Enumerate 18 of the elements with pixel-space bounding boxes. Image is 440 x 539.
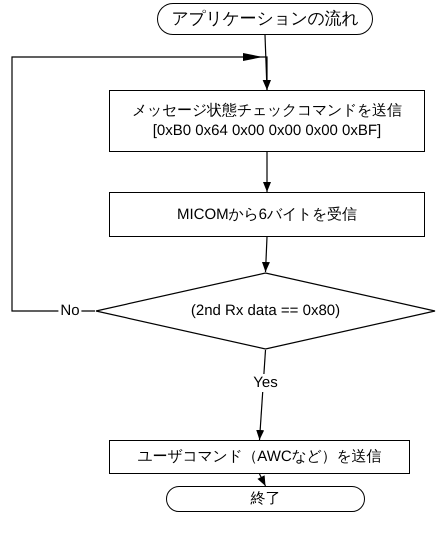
step-text: ユーザコマンド（AWCなど）を送信: [137, 447, 382, 467]
terminal-capsule: [166, 486, 365, 512]
terminal-text: アプリケーションの流れ: [172, 9, 358, 29]
decision-diamond: [95, 272, 436, 350]
arrow: [262, 236, 270, 272]
arrow: [257, 474, 266, 486]
arrow: [11, 53, 271, 312]
process-box: [109, 192, 425, 237]
terminal-text: 終了: [250, 489, 280, 509]
process-box: [109, 90, 425, 152]
step-text: メッセージ状態チェックコマンドを送信: [132, 101, 402, 121]
step-text: MICOMから6バイトを受信: [177, 204, 357, 224]
arrow: [263, 152, 271, 192]
step-text: [0xB0 0x64 0x00 0x00 0x00 0xBF]: [152, 121, 382, 141]
condition-text: (2nd Rx data == 0x80): [190, 301, 340, 321]
terminal-capsule: [157, 3, 373, 35]
process-box: [109, 440, 410, 474]
edge-label: Yes: [251, 374, 280, 392]
